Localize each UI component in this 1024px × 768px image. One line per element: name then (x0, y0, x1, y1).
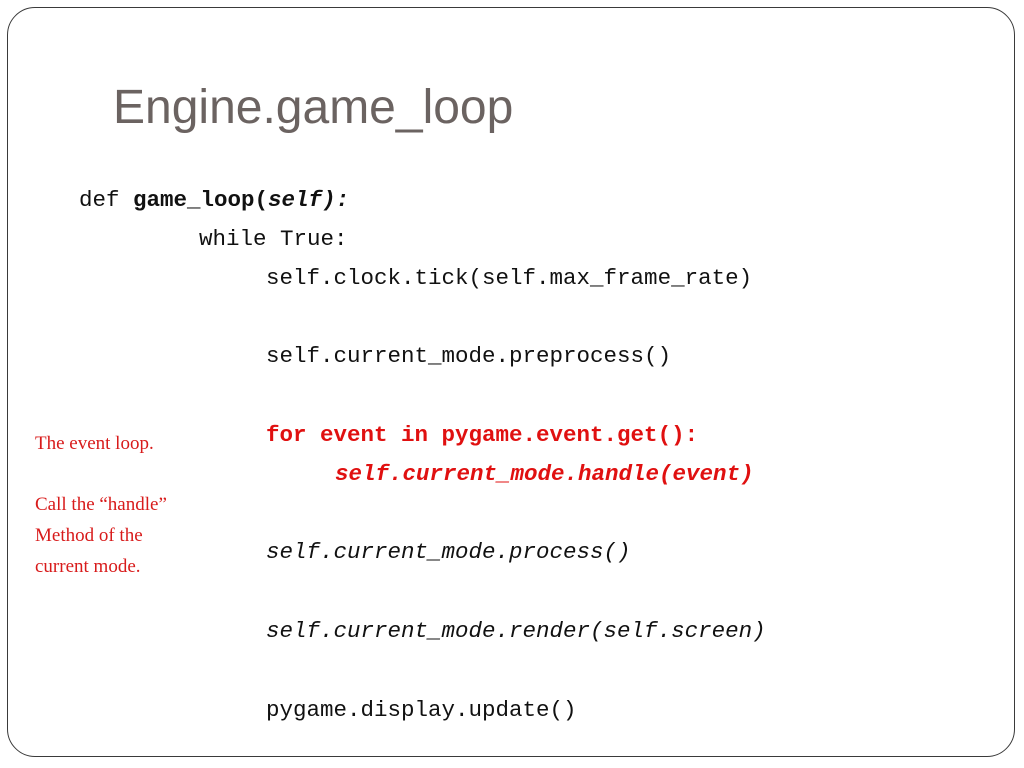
code-line-def: def game_loop(self): (79, 189, 349, 212)
note-line-2: Call the “handle” (35, 494, 167, 515)
note-line-4: current mode. (35, 556, 141, 577)
def-end: ): (322, 187, 350, 213)
code-line-for-event: for event in pygame.event.get(): (266, 422, 699, 448)
code-line-preprocess: self.current_mode.preprocess() (266, 343, 672, 369)
code-line-render: self.current_mode.render(self.screen) (266, 618, 766, 644)
def-keyword: def (79, 187, 134, 213)
note-line-1: The event loop. (35, 433, 154, 454)
function-name: game_loop( (133, 187, 269, 213)
code-line-handle: self.current_mode.handle(event) (335, 461, 754, 487)
self-param: self (268, 187, 323, 213)
slide-frame (7, 7, 1015, 757)
code-line-clock-tick: self.clock.tick(self.max_frame_rate) (266, 265, 753, 291)
code-line-display-update: pygame.display.update() (266, 697, 577, 723)
code-line-while: while True: (199, 226, 348, 252)
code-line-process: self.current_mode.process() (266, 539, 631, 565)
slide-title: Engine.game_loop (113, 81, 514, 134)
note-line-3: Method of the (35, 525, 143, 546)
